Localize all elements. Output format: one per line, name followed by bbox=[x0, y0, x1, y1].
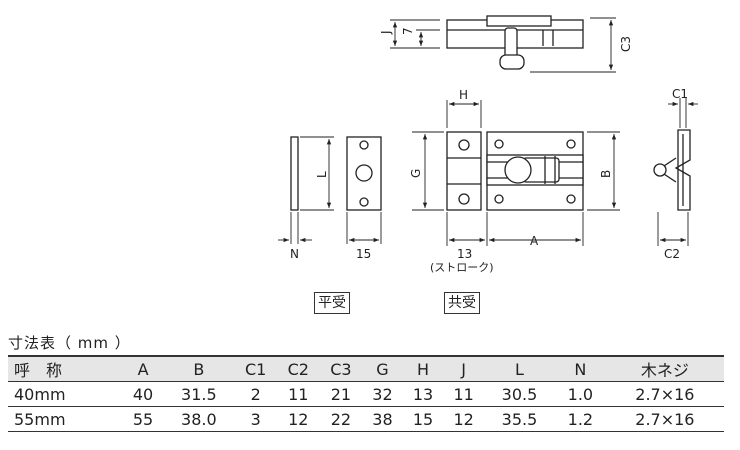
table-cell: 3 bbox=[234, 406, 277, 432]
table-cell: 13 bbox=[402, 381, 444, 407]
table-cell: 1.2 bbox=[555, 406, 606, 432]
dim-c2 bbox=[657, 212, 689, 246]
header-cell: C2 bbox=[276, 355, 320, 382]
dim-n bbox=[278, 212, 312, 244]
header-cell: N bbox=[555, 355, 606, 382]
flat-strike-label: 平受 bbox=[314, 292, 350, 314]
label-j: J bbox=[379, 30, 393, 35]
table-cell: 30.5 bbox=[483, 381, 555, 407]
table-cell: 31.5 bbox=[163, 381, 235, 407]
top-side-view bbox=[446, 15, 584, 70]
table-cell: 11 bbox=[443, 381, 484, 407]
header-cell: 木ネジ bbox=[605, 355, 724, 382]
table-cell: 12 bbox=[443, 406, 484, 432]
table-cell: 22 bbox=[319, 406, 363, 432]
label-7: 7 bbox=[401, 27, 415, 35]
table-cell: 55mm bbox=[8, 406, 123, 432]
label-stroke: (ストローク) bbox=[430, 261, 494, 274]
label-h: H bbox=[459, 88, 468, 102]
dim-j bbox=[390, 19, 440, 49]
table-header-row: 呼 称 A B C1 C2 C3 G H J L N 木ネジ bbox=[8, 355, 724, 382]
table-row: 55mm 55 38.0 3 12 22 38 15 12 35.5 1.2 2… bbox=[8, 406, 724, 432]
label-a: A bbox=[530, 234, 539, 248]
label-b: B bbox=[599, 170, 613, 178]
dim-c3 bbox=[530, 17, 616, 73]
dim-b bbox=[587, 131, 620, 211]
table-cell: 55 bbox=[122, 406, 164, 432]
header-cell: 呼 称 bbox=[8, 355, 123, 382]
table-cell: 1.0 bbox=[555, 381, 606, 407]
header-cell: H bbox=[402, 355, 444, 382]
dim-h bbox=[446, 100, 482, 128]
header-cell: G bbox=[362, 355, 403, 382]
label-l: L bbox=[315, 171, 329, 178]
label-c3: C3 bbox=[619, 36, 633, 52]
header-cell: B bbox=[163, 355, 235, 382]
table-cell: 38.0 bbox=[163, 406, 235, 432]
label-c1: C1 bbox=[672, 87, 688, 101]
table-cell: 2.7×16 bbox=[605, 406, 724, 432]
dim-g bbox=[412, 131, 444, 211]
table-cell: 21 bbox=[319, 381, 363, 407]
header-cell: L bbox=[483, 355, 555, 382]
header-cell: A bbox=[122, 355, 164, 382]
plate-side-view bbox=[290, 136, 299, 211]
table-cell: 32 bbox=[362, 381, 403, 407]
table-caption: 寸法表（ mm ） bbox=[8, 334, 131, 352]
latch-side-profile bbox=[653, 129, 691, 211]
header-cell: C3 bbox=[319, 355, 363, 382]
common-strike-label: 共受 bbox=[444, 292, 480, 314]
dimension-table: 呼 称 A B C1 C2 C3 G H J L N 木ネジ 40mm 40 3… bbox=[8, 355, 724, 432]
table-cell: 15 bbox=[402, 406, 444, 432]
label-c2: C2 bbox=[664, 247, 680, 261]
table-cell: 12 bbox=[276, 406, 320, 432]
header-cell: C1 bbox=[234, 355, 277, 382]
flat-strike-plate bbox=[346, 136, 382, 211]
label-g: G bbox=[409, 169, 423, 178]
dim-c1 bbox=[668, 98, 698, 128]
label-15: 15 bbox=[356, 247, 371, 261]
header-cell: J bbox=[443, 355, 484, 382]
table-cell: 35.5 bbox=[483, 406, 555, 432]
technical-drawing: J 7 C3 H C1 L G B N 15 13 (ストローク) A C2 bbox=[278, 15, 698, 274]
table-row: 40mm 40 31.5 2 11 21 32 13 11 30.5 1.0 2… bbox=[8, 381, 724, 407]
table-cell: 38 bbox=[362, 406, 403, 432]
table-cell: 2.7×16 bbox=[605, 381, 724, 407]
label-13: 13 bbox=[457, 247, 472, 261]
label-n: N bbox=[290, 247, 299, 261]
dim-13-a bbox=[446, 212, 584, 246]
table-cell: 40 bbox=[122, 381, 164, 407]
dim-15 bbox=[346, 212, 382, 244]
dim-l bbox=[300, 136, 334, 211]
table-cell: 40mm bbox=[8, 381, 123, 407]
latch-front-view bbox=[446, 131, 584, 211]
table-cell: 2 bbox=[234, 381, 277, 407]
table-cell: 11 bbox=[276, 381, 320, 407]
